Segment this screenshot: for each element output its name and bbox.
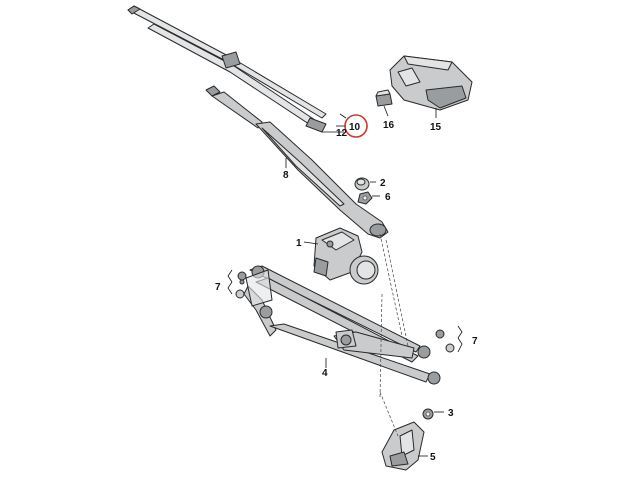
callout-8: 8 [283,170,289,181]
callout-10: 10 [349,122,361,133]
callout-7-right: 7 [472,336,478,347]
callout-2: 2 [380,178,386,189]
bolts-7-right [435,329,455,353]
linkage-4 [243,265,441,385]
callout-5: 5 [430,452,436,463]
callout-12: 12 [336,128,348,139]
bolts-7-left [235,271,247,299]
callout-4: 4 [322,368,328,379]
bracket-5 [381,421,425,471]
wiper-blade-12 [127,5,327,133]
wiper-motor-1 [313,227,379,285]
nut-6 [357,191,373,205]
wiper-arm-8 [205,85,389,239]
cap-2 [354,177,370,191]
nut-3 [422,408,434,420]
clip-16 [375,89,393,107]
callout-3: 3 [448,408,454,419]
cover-15 [389,55,473,111]
callout-6: 6 [385,192,391,203]
leader-lines [227,105,463,457]
callout-1: 1 [296,238,302,249]
highlight-circle-10 [344,114,368,138]
callout-7-left: 7 [215,282,221,293]
callout-15: 15 [430,122,442,133]
callout-16: 16 [383,120,395,131]
alignment-lines [379,233,409,437]
